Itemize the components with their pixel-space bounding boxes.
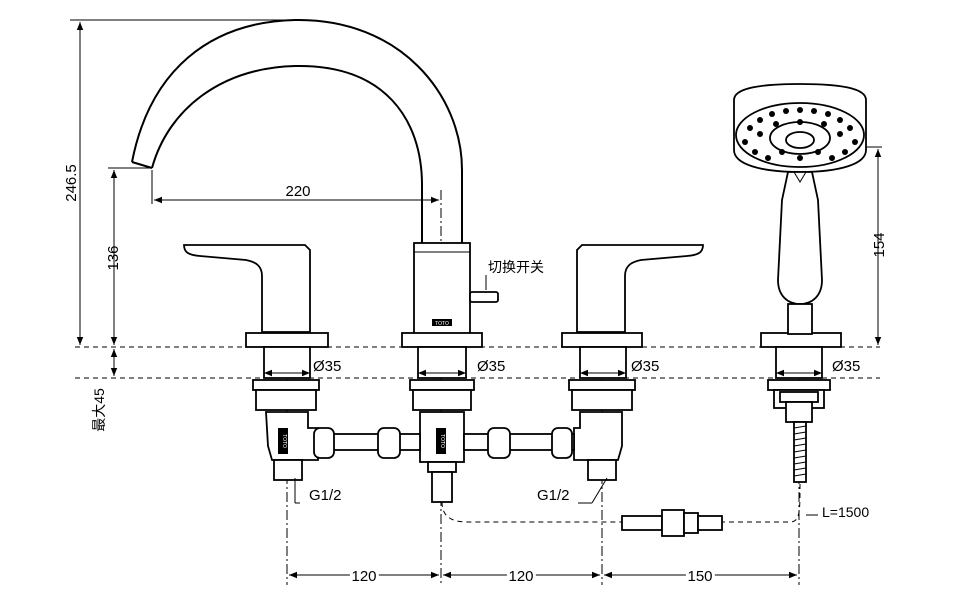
hose-length: L=1500 <box>822 504 869 520</box>
valve-assembly: TOTO TOTO <box>265 411 623 503</box>
spray-holes <box>742 107 858 161</box>
dim-hole-shower: Ø35 <box>832 358 860 375</box>
hose-right <box>720 483 801 523</box>
dim-hole-right: Ø35 <box>631 358 659 375</box>
dim-hole-center: Ø35 <box>477 358 505 375</box>
center-body: TOTO 切换开关 <box>413 242 544 336</box>
dim-shower-height: 154 <box>871 232 888 257</box>
hose-left <box>441 501 640 523</box>
dim-max-deck: 最大45 <box>91 388 107 432</box>
dim-spacing-left: 120 <box>351 568 376 585</box>
spout <box>131 18 463 243</box>
brand-pipe-center: TOTO <box>439 434 445 448</box>
dim-spacing-shower: 150 <box>687 568 712 585</box>
dim-spout-height: 136 <box>105 245 122 270</box>
dim-spacing-right: 120 <box>508 568 533 585</box>
brand-pipe-left: TOTO <box>281 434 287 448</box>
right-handle <box>576 244 704 333</box>
diverter-knob <box>469 291 499 303</box>
handshower <box>733 83 867 483</box>
flanges <box>245 332 842 348</box>
brand-body-label: TOTO <box>435 321 449 327</box>
dim-total-height: 246.5 <box>63 164 80 202</box>
brand-plate <box>432 319 452 326</box>
dim-spout-reach: 220 <box>285 183 310 200</box>
left-handle <box>183 244 311 333</box>
thread-left: G1/2 <box>309 487 342 504</box>
diverter-label: 切换开关 <box>488 259 544 275</box>
dim-hole-left: Ø35 <box>313 358 341 375</box>
thread-right: G1/2 <box>537 487 570 504</box>
hose-coupling <box>621 509 723 537</box>
